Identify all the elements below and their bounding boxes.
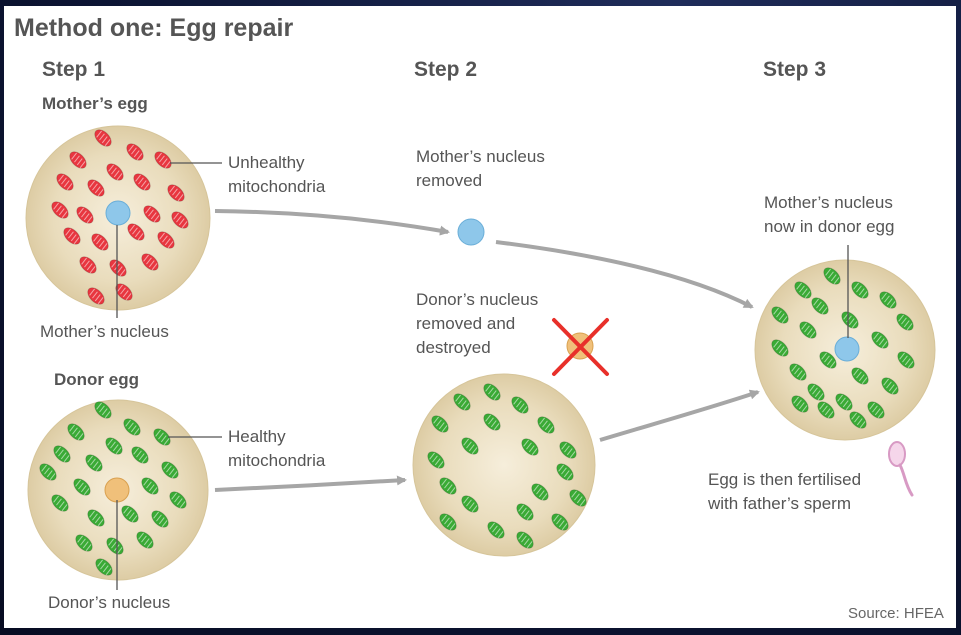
removed-mother-nucleus (458, 219, 484, 245)
label-now-in-donor-egg: Mother’s nucleus now in donor egg (764, 191, 894, 239)
step-2-heading: Step 2 (414, 58, 477, 82)
donor-egg-heading: Donor egg (54, 370, 139, 390)
arrow-to-step3-bottom (600, 392, 758, 440)
label-nucleus-removed: Mother’s nucleus removed (416, 145, 545, 193)
label-donor-removed-destroyed: Donor’s nucleus removed and destroyed (416, 288, 538, 360)
source-credit: Source: HFEA (848, 605, 944, 622)
arrow-donor-to-step2 (215, 480, 405, 490)
label-donors-nucleus: Donor’s nucleus (48, 591, 170, 615)
arrow-nucleus-removed (215, 211, 448, 232)
label-mothers-nucleus: Mother’s nucleus (40, 320, 169, 344)
label-healthy-mitochondria: Healthy mitochondria (228, 425, 325, 473)
label-fertilised: Egg is then fertilised with father’s spe… (708, 468, 861, 516)
transferred-nucleus (835, 337, 859, 361)
step-3-heading: Step 3 (763, 58, 826, 82)
step-1-heading: Step 1 (42, 58, 105, 82)
label-unhealthy-mitochondria: Unhealthy mitochondria (228, 151, 325, 199)
sperm-tail (900, 465, 912, 495)
mother-nucleus (106, 201, 130, 225)
diagram-title: Method one: Egg repair (14, 14, 293, 43)
donor-nucleus (105, 478, 129, 502)
sperm-head (889, 442, 905, 466)
mother-egg-heading: Mother’s egg (42, 94, 148, 114)
